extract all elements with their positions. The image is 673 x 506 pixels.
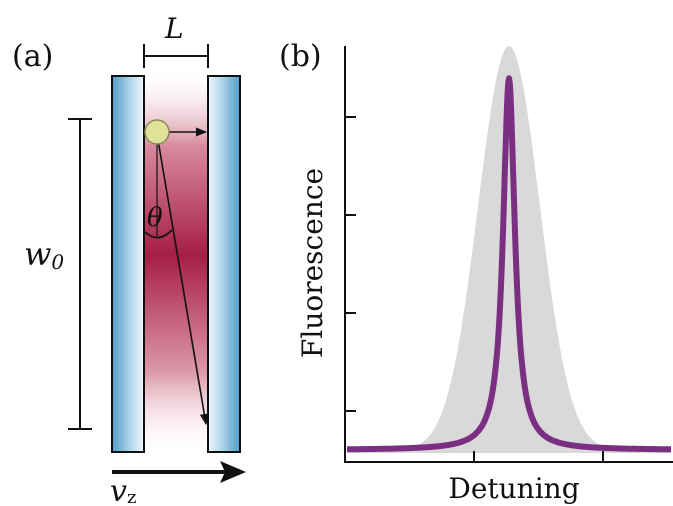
fluorescence-plot — [344, 46, 673, 453]
cell-length-label: L — [164, 12, 184, 45]
panel-a-label: (a) — [12, 39, 53, 74]
velocity-label: vz — [110, 474, 136, 506]
x-axis-label: Detuning — [448, 472, 579, 505]
beam-waist-dimension: w0 — [24, 118, 92, 430]
panel-a: (a) L w0 θ — [12, 12, 246, 506]
angle-label: θ — [147, 203, 163, 233]
trajectory-angled — [156, 133, 209, 426]
angle-arc — [144, 229, 173, 239]
panel-b: (b) Fluorescence Detuning — [279, 39, 673, 505]
cell-wall-left — [111, 75, 145, 453]
beam-waist-label: w0 — [24, 235, 64, 274]
atom — [144, 119, 170, 145]
y-axis-label: Fluorescence — [296, 168, 329, 358]
panel-b-label: (b) — [279, 39, 322, 74]
doppler-broadened-profile — [347, 46, 671, 453]
lorentzian-profile — [344, 75, 673, 453]
velocity-arrow — [112, 461, 246, 483]
cell-wall-right — [207, 75, 241, 453]
cell-length-dimension: L — [143, 12, 209, 68]
